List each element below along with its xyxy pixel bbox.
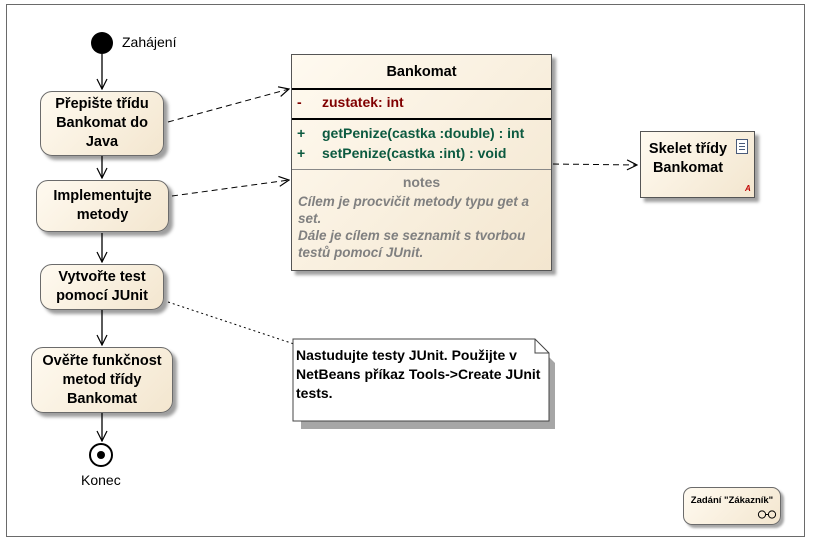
notes-compartment: notes Cílem je procvičit metody typu get… — [292, 169, 551, 260]
operation-visibility: + — [297, 125, 306, 141]
action-rewrite-class[interactable]: Přepište třídu Bankomat do Java — [40, 91, 164, 156]
attribute-visibility: - — [297, 94, 302, 110]
action-verify-methods[interactable]: Ověřte funkčnost metod třídy Bankomat — [31, 347, 173, 413]
start-label: Zahájení — [122, 34, 177, 50]
artifact-label: Skelet třídy Bankomat — [648, 141, 728, 176]
final-node — [89, 443, 113, 467]
diagram-frame — [6, 4, 805, 537]
notes-text: Cílem je procvičit metody typu get a set… — [298, 194, 530, 260]
attributes-compartment: - zustatek: int — [292, 88, 551, 110]
end-label: Konec — [81, 472, 121, 488]
operation-setpenize: setPenize(castka :int) : void — [322, 145, 507, 161]
class-name: Bankomat — [386, 64, 457, 80]
legend-zakaznik[interactable]: Zadání "Zákazník" — [683, 487, 781, 525]
operations-compartment: + getPenize(castka :double) : int + setP… — [292, 118, 551, 161]
red-a-icon: A — [745, 184, 751, 193]
initial-node — [91, 32, 113, 54]
action-create-test[interactable]: Vytvořte test pomocí JUnit — [40, 264, 164, 310]
operation-getpenize: getPenize(castka :double) : int — [322, 125, 525, 141]
document-icon — [736, 139, 748, 154]
goggles-icon — [757, 510, 777, 519]
final-node-dot — [97, 451, 105, 459]
notes-header: notes — [402, 174, 441, 190]
action-implement-methods[interactable]: Implementujte metody — [36, 180, 169, 232]
legend-label: Zadání "Zákazník" — [690, 495, 774, 506]
class-bankomat[interactable]: Bankomat - zustatek: int + getPenize(cas… — [291, 54, 552, 271]
note-text[interactable]: Nastudujte testy JUnit. Použijte v NetBe… — [296, 347, 541, 401]
artifact-skelet[interactable]: Skelet třídy Bankomat A — [640, 131, 755, 198]
attribute-zustatek: zustatek: int — [322, 94, 404, 110]
operation-visibility: + — [297, 145, 306, 161]
